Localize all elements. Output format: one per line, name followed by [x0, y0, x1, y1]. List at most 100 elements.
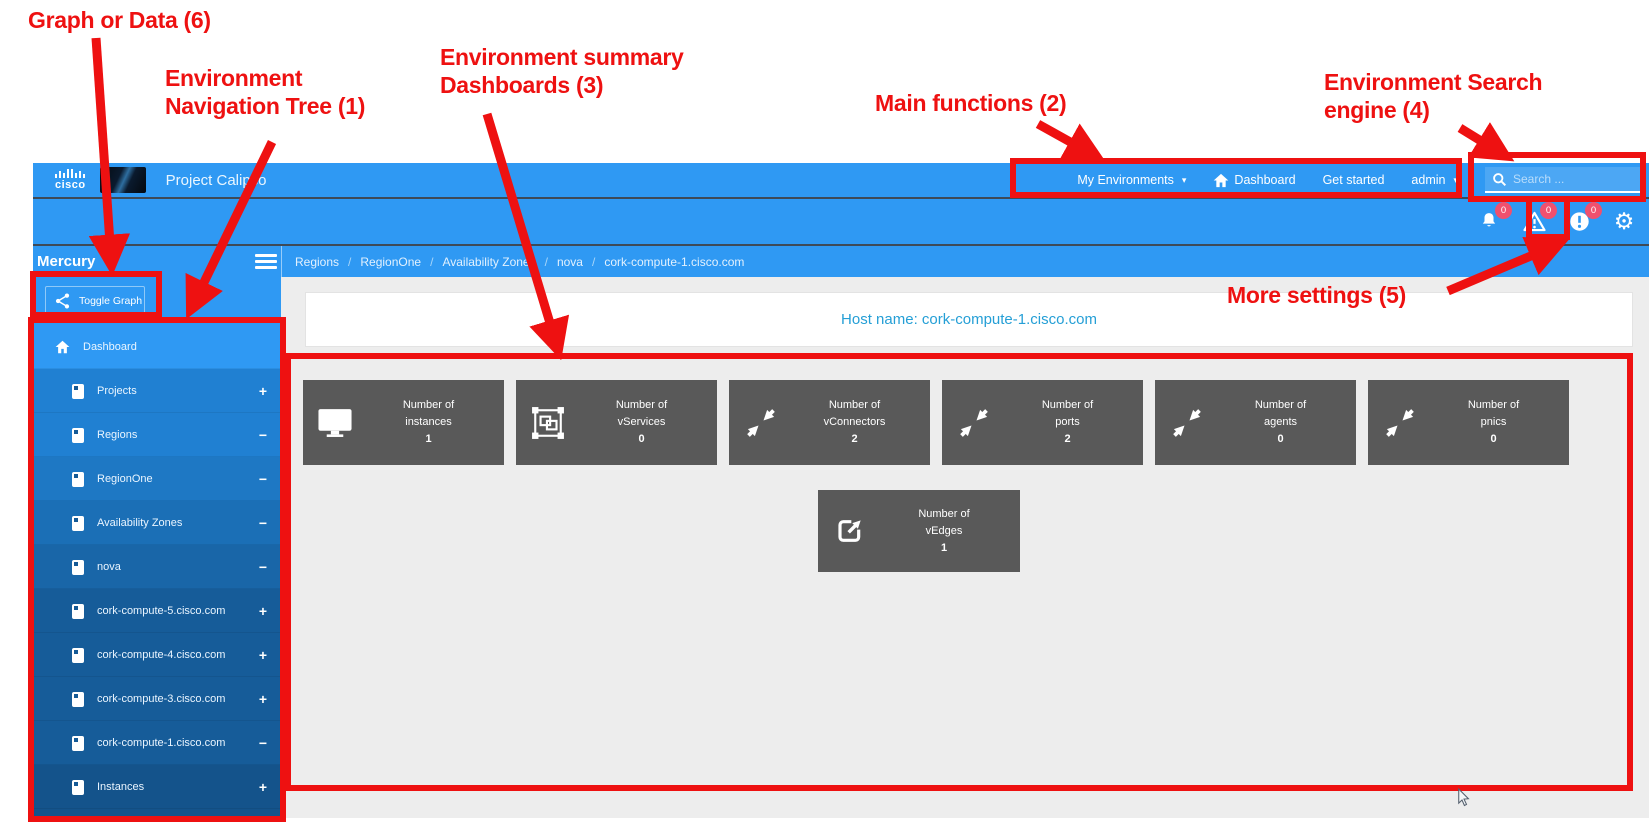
sidebar-item-cork-compute-4[interactable]: cork-compute-4.cisco.com +: [33, 633, 281, 677]
annotation-graph-or-data: Graph or Data (6): [28, 7, 211, 33]
sidebar-item-label: Availability Zones: [97, 517, 183, 529]
share-graph-icon: [55, 293, 70, 309]
breadcrumb-item[interactable]: Regions: [295, 254, 340, 269]
breadcrumb-separator: /: [591, 254, 596, 269]
vconnectors-card[interactable]: Number of vConnectors 2: [729, 380, 930, 465]
sidebar-item-cork-compute-3[interactable]: cork-compute-3.cisco.com +: [33, 677, 281, 721]
card-line2: pnics: [1480, 416, 1507, 428]
expand-icon[interactable]: +: [258, 647, 267, 663]
card-icon: [72, 383, 84, 399]
hamburger-menu-icon[interactable]: [255, 251, 277, 272]
card-line1: Number of: [1041, 399, 1094, 411]
breadcrumb-item[interactable]: Availability Zones: [442, 254, 536, 269]
calipso-app-window: cisco Project Calipso My Environments ▾ …: [33, 163, 1649, 818]
collapse-icon[interactable]: −: [258, 735, 267, 751]
card-icon: [72, 427, 84, 443]
vedges-card[interactable]: Number of vEdges 1: [818, 490, 1020, 572]
sidebar-item-label: cork-compute-4.cisco.com: [97, 649, 226, 661]
sidebar-item-cork-compute-1[interactable]: cork-compute-1.cisco.com −: [33, 721, 281, 765]
main-functions-nav: My Environments ▾ Dashboard Get started …: [1077, 167, 1649, 193]
my-environments-menu[interactable]: My Environments ▾: [1077, 173, 1186, 187]
collapse-icon[interactable]: −: [258, 471, 267, 487]
compress-arrows-icon: [960, 408, 988, 437]
dashboard-link-label: Dashboard: [1234, 173, 1296, 187]
agents-card[interactable]: Number of agents 0: [1155, 380, 1356, 465]
host-name-title: Host name: cork-compute-1.cisco.com: [841, 311, 1097, 328]
sidebar-item-nova[interactable]: nova −: [33, 545, 281, 589]
main-panel: Host name: cork-compute-1.cisco.com Numb…: [281, 277, 1649, 818]
annotation-search-engine: Environment Search engine (4): [1324, 69, 1543, 124]
expand-icon[interactable]: +: [258, 691, 267, 707]
cisco-logo-text: cisco: [55, 179, 86, 191]
card-line1: Number of: [402, 399, 455, 411]
card-value: 2: [1064, 433, 1071, 445]
errors-count-badge: 0: [1585, 201, 1602, 219]
toggle-graph-button[interactable]: Toggle Graph: [45, 286, 145, 316]
notifications-button[interactable]: 0: [1477, 201, 1512, 234]
sidebar-item-instances[interactable]: Instances +: [33, 765, 281, 809]
breadcrumb-item[interactable]: cork-compute-1.cisco.com: [604, 254, 745, 269]
sidebar-item-dashboard[interactable]: Dashboard: [33, 325, 281, 369]
compress-arrows-icon: [1386, 408, 1414, 437]
expand-icon[interactable]: +: [258, 603, 267, 619]
summary-dashboards-row: Number of instances 1 Number of: [303, 380, 1569, 465]
breadcrumb-bar: Mercury Regions / RegionOne / Availabili…: [33, 244, 1649, 277]
admin-menu[interactable]: admin ▾: [1411, 173, 1458, 187]
collapse-icon[interactable]: −: [258, 515, 267, 531]
toggle-graph-label: Toggle Graph: [79, 295, 143, 307]
top-header-bar: cisco Project Calipso My Environments ▾ …: [33, 163, 1649, 197]
sidebar-item-cork-compute-5[interactable]: cork-compute-5.cisco.com +: [33, 589, 281, 633]
card-value: 0: [1490, 433, 1497, 445]
breadcrumb-separator: /: [430, 254, 434, 269]
sidebar-item-label: RegionOne: [97, 473, 153, 485]
sidebar-item-label: Projects: [97, 385, 137, 397]
sidebar-item-label: Dashboard: [83, 341, 137, 353]
brand-title: Project Calipso: [165, 171, 267, 189]
my-environments-label: My Environments: [1077, 173, 1174, 187]
breadcrumb: Regions / RegionOne / Availability Zones…: [281, 246, 744, 277]
get-started-label: Get started: [1322, 173, 1385, 187]
host-name-card: Host name: cork-compute-1.cisco.com: [305, 292, 1633, 347]
instances-card[interactable]: Number of instances 1: [303, 380, 504, 465]
card-icon: [72, 779, 84, 795]
pnics-card[interactable]: Number of pnics 0: [1368, 380, 1569, 465]
sidebar-item-availability-zones[interactable]: Availability Zones −: [33, 501, 281, 545]
settings-button[interactable]: ⚙: [1612, 210, 1636, 234]
dashboard-link[interactable]: Dashboard: [1213, 173, 1296, 188]
warnings-button[interactable]: 0: [1522, 201, 1557, 234]
card-line2: agents: [1263, 416, 1298, 428]
project-thumbnail-image: [99, 167, 146, 193]
annotation-more-settings: More settings (5): [1227, 282, 1406, 308]
card-line2: vServices: [617, 416, 666, 428]
expand-icon[interactable]: +: [258, 383, 267, 399]
sidebar-item-regions[interactable]: Regions −: [33, 413, 281, 457]
breadcrumb-item[interactable]: RegionOne: [360, 254, 422, 269]
vservices-card[interactable]: Number of vServices 0: [516, 380, 717, 465]
toggle-graph-band: Toggle Graph: [33, 277, 281, 325]
ports-card[interactable]: Number of ports 2: [942, 380, 1143, 465]
card-line2: instances: [405, 416, 452, 428]
home-icon: [55, 340, 70, 354]
errors-button[interactable]: 0: [1567, 201, 1602, 234]
breadcrumb-item[interactable]: nova: [556, 254, 583, 269]
collapse-icon[interactable]: −: [258, 427, 267, 443]
search-input[interactable]: [1513, 172, 1631, 186]
card-value: 1: [425, 433, 432, 445]
object-group-icon: [532, 406, 564, 439]
exclamation-circle-icon: [1569, 212, 1589, 231]
home-icon: [1214, 173, 1229, 187]
collapse-icon[interactable]: −: [258, 559, 267, 575]
sidebar-item-label: cork-compute-5.cisco.com: [97, 605, 226, 617]
warnings-count-badge: 0: [1540, 201, 1557, 219]
alerts-group: 0 0 0 ⚙: [1477, 201, 1649, 234]
get-started-link[interactable]: Get started: [1323, 173, 1385, 187]
bell-icon: [1482, 213, 1496, 227]
card-line2: vEdges: [925, 524, 963, 537]
sidebar-item-projects[interactable]: Projects +: [33, 369, 281, 413]
compress-arrows-icon: [747, 408, 775, 437]
annotation-nav-tree: Environment Navigation Tree (1): [165, 65, 366, 120]
expand-icon[interactable]: +: [258, 779, 267, 795]
breadcrumb-separator: /: [544, 254, 548, 269]
environment-search-box[interactable]: [1485, 167, 1641, 193]
sidebar-item-regionone[interactable]: RegionOne −: [33, 457, 281, 501]
